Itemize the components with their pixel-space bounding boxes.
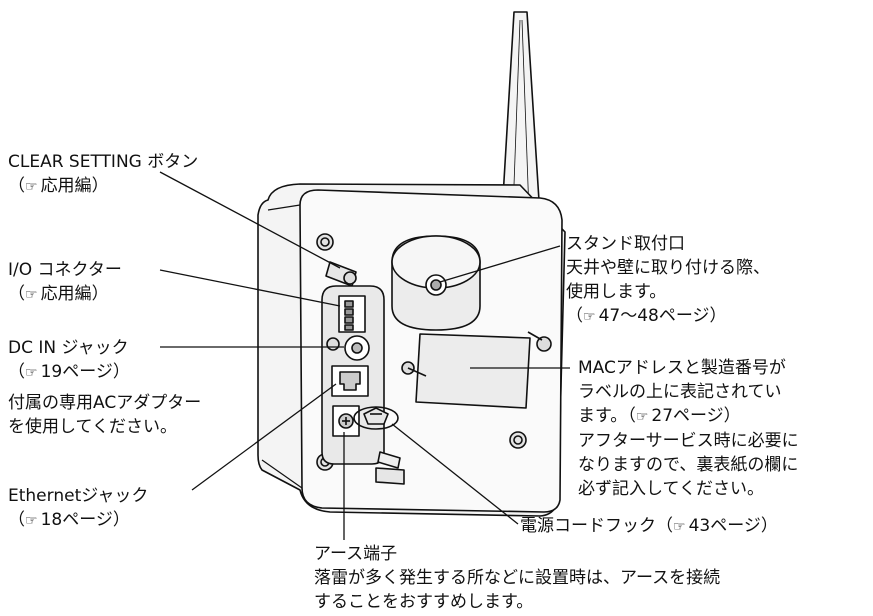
dc-in-ref: 19ページ (25, 362, 113, 382)
connector-panel (321, 285, 385, 465)
power-cord-hook-drawing (353, 406, 399, 430)
stand-ref: 47〜48ページ (583, 306, 710, 326)
dc-in-ref-line: （19ページ） (8, 360, 201, 385)
power-hook-title: 電源コードフック (520, 516, 656, 536)
mac-line-4: アフターサービス時に必要に (578, 431, 799, 451)
leader-clear-setting (159, 171, 341, 269)
label-clear-setting: CLEAR SETTING ボタン （応用編） (8, 150, 198, 199)
clear-setting-ref: 応用編 (25, 176, 92, 196)
leader-ethernet (191, 383, 337, 491)
io-connector-title: I/O コネクター (8, 260, 122, 280)
label-earth: アース端子 落雷が多く発生する所などに設置時は、アースを接続 することをおすすめ… (314, 542, 720, 614)
ethernet-title: Ethernetジャック (8, 486, 149, 506)
side-pin (527, 331, 552, 352)
mac-ref: 27ページ (636, 406, 724, 426)
dc-in-note-1: 付属の専用ACアダプター (8, 393, 202, 413)
stand-ref-line: （47〜48ページ） (566, 304, 770, 329)
leader-power-hook (391, 423, 519, 525)
earth-title: アース端子 (314, 544, 398, 564)
dc-in-title: DC IN ジャック (8, 338, 129, 358)
mac-line-3: ます。（27ページ） (578, 404, 799, 429)
mac-line-6: 必ず記入してください。 (578, 479, 764, 499)
dc-in-note-2: を使用してください。 (8, 417, 177, 437)
stand-note-2: 使用します。 (566, 282, 667, 302)
ethernet-ref: 18ページ (25, 510, 113, 530)
label-mac: MACアドレスと製造番号が ラベルの上に表記されてい ます。（27ページ） アフ… (578, 356, 799, 501)
label-stand: スタンド取付口 天井や壁に取り付ける際、 使用します。 （47〜48ページ） (566, 232, 770, 329)
power-hook-ref: 43ページ (673, 516, 761, 536)
label-io-connector: I/O コネクター （応用編） (8, 258, 122, 307)
leader-io-connector (159, 269, 341, 307)
mac-label-area (401, 333, 531, 409)
clear-setting-title: CLEAR SETTING ボタン (8, 152, 199, 172)
label-power-hook: 電源コードフック（43ページ） (520, 514, 778, 539)
mac-line-1: MACアドレスと製造番号が (578, 358, 786, 378)
mac-line-2: ラベルの上に表記されてい (578, 382, 782, 402)
io-connector-ref: 応用編 (25, 284, 92, 304)
screw-top-left (316, 233, 334, 251)
label-dc-in: DC IN ジャック （19ページ） 付属の専用ACアダプター を使用してくださ… (8, 336, 201, 439)
leader-stand (439, 245, 561, 283)
stand-mount-drawing (391, 235, 481, 331)
ethernet-ref-line: （18ページ） (8, 508, 148, 533)
bottom-foot (375, 451, 405, 485)
screw-bottom-right (509, 431, 527, 449)
mac-line-5: なりますので、裏表紙の欄に (578, 455, 799, 475)
earth-note-2: することをおすすめします。 (314, 592, 534, 612)
io-connector-ref-line: （応用編） (8, 282, 122, 307)
clear-setting-ref-line: （応用編） (8, 174, 198, 199)
earth-note-1: 落雷が多く発生する所などに設置時は、アースを接続 (314, 568, 721, 588)
mac-line-3-prefix: ます。 (578, 406, 628, 426)
stand-note-1: 天井や壁に取り付ける際、 (566, 258, 770, 278)
label-ethernet: Ethernetジャック （18ページ） (8, 484, 148, 533)
stand-title: スタンド取付口 (566, 234, 685, 254)
